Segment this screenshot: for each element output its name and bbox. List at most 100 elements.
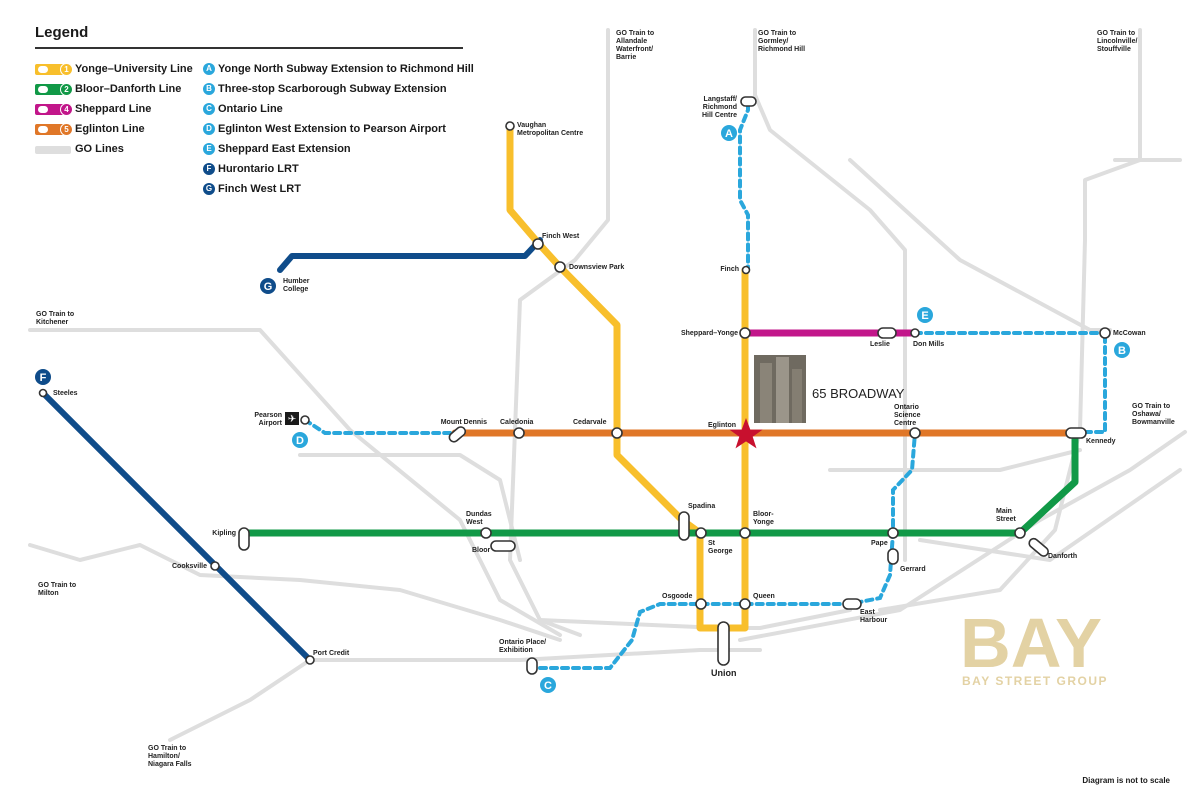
station-marker-downsview[interactable] (554, 261, 566, 273)
station-marker-langstaff[interactable] (740, 96, 757, 107)
line-2-bloor-danforth (240, 429, 1079, 537)
legend-label: Sheppard Line (75, 103, 152, 115)
svg-text:C: C (544, 680, 552, 692)
station-markers (38, 96, 1111, 675)
legend-title: Legend (35, 24, 89, 41)
station-label: McCowan (1113, 330, 1146, 337)
station-marker-kennedy[interactable] (1065, 427, 1087, 439)
yonge-line-swatch-icon: 1 (35, 63, 73, 76)
station-marker-leslie[interactable] (877, 327, 897, 339)
future-lines (303, 103, 1107, 670)
station-marker-caledonia[interactable] (513, 427, 525, 439)
sheppard-line-swatch-icon: 4 (35, 103, 73, 116)
go-line-milton (28, 543, 562, 642)
badge-f-icon: F (203, 163, 215, 175)
station-marker-st-george[interactable] (695, 527, 707, 539)
badge-a-icon: A (203, 63, 215, 75)
station-marker-pape[interactable] (887, 527, 899, 539)
station-marker-union[interactable] (717, 621, 730, 666)
station-marker-cedarvale[interactable] (611, 427, 623, 439)
station-marker-port-credit[interactable] (305, 655, 315, 665)
station-label: Caledonia (500, 419, 534, 426)
station-marker-mccowan[interactable] (1099, 327, 1111, 339)
station-marker-finch-west[interactable] (532, 238, 544, 250)
station-marker-steeles[interactable] (38, 388, 48, 398)
brand-name: BAY STREET GROUP (962, 674, 1109, 688)
badge-b-icon: B (203, 83, 215, 95)
station-label: Queen (753, 593, 775, 600)
station-label: Eglinton (708, 422, 736, 429)
legend-label: Bloor–Danforth Line (75, 83, 182, 95)
badge-d-icon: D (203, 123, 215, 135)
legend-label: Ontario Line (218, 103, 283, 115)
line-b-scarborough (1083, 333, 1107, 434)
station-label: Leslie (870, 341, 890, 348)
station-marker-queen[interactable] (739, 598, 751, 610)
station-label: Bloor-Yonge (753, 511, 774, 526)
line-d-eglinton-west (303, 418, 457, 435)
map-badge-d-icon: D (292, 432, 308, 448)
station-marker-danforth[interactable] (1027, 537, 1050, 558)
line-a-yonge-north (738, 103, 750, 270)
go-line-barrie (508, 28, 610, 637)
station-marker-dundas-west[interactable] (480, 527, 492, 539)
station-marker-don-mills[interactable] (910, 328, 920, 338)
station-marker-ontario-place[interactable] (526, 657, 538, 675)
station-marker-main-street[interactable] (1014, 527, 1026, 539)
go-line-lakeshore-east (738, 430, 1187, 642)
line-f-hurontario (40, 390, 313, 663)
station-marker-bloor-yonge[interactable] (739, 527, 751, 539)
station-marker-pearson[interactable] (300, 415, 310, 425)
station-label: Downsview Park (569, 264, 624, 271)
map-badge-g-icon: G (260, 278, 276, 294)
station-marker-vaughan[interactable] (505, 121, 515, 131)
station-label: Gerrard (900, 566, 926, 573)
station-label: Kipling (212, 530, 236, 537)
star-icon (729, 418, 763, 449)
building-photo (754, 355, 806, 423)
station-marker-science-centre[interactable] (909, 427, 921, 439)
station-marker-gerrard[interactable] (887, 548, 899, 565)
legend-label: Eglinton West Extension to Pearson Airpo… (218, 123, 446, 135)
station-marker-mount-dennis[interactable] (448, 425, 468, 443)
station-marker-bloor[interactable] (490, 540, 516, 552)
station-label: Cedarvale (573, 419, 607, 426)
svg-text:D: D (296, 435, 304, 447)
line-1-yonge-university (506, 122, 749, 632)
eglinton-line-swatch-icon: 5 (35, 123, 73, 136)
legend-label: Yonge–University Line (75, 63, 193, 75)
station-label: Finch West (542, 233, 580, 240)
legend-label: Three-stop Scarborough Subway Extension (218, 83, 447, 95)
go-line-richmond-hill (753, 28, 907, 562)
legend-divider (35, 47, 463, 49)
go-lines (28, 28, 1187, 742)
airport-icon (285, 412, 299, 425)
brand-logo-text: BAY (960, 605, 1102, 675)
station-label: Don Mills (913, 341, 944, 348)
station-label: Union (711, 668, 737, 678)
station-marker-sheppard-yonge[interactable] (739, 327, 751, 339)
station-marker-spadina[interactable] (678, 511, 690, 541)
station-marker-cooksville[interactable] (210, 561, 220, 571)
station-label: Finch (720, 266, 739, 273)
legend-label: Eglinton Line (75, 123, 145, 135)
station-marker-east-harbour[interactable] (842, 598, 862, 610)
station-marker-osgoode[interactable] (695, 598, 707, 610)
svg-text:E: E (921, 310, 928, 322)
station-label: Osgoode (662, 593, 692, 600)
station-label: Spadina (688, 503, 715, 510)
station-label: Sheppard–Yonge (681, 330, 738, 337)
station-marker-kipling[interactable] (238, 527, 250, 551)
map-badge-c-icon: C (540, 677, 556, 693)
station-marker-finch[interactable] (741, 265, 751, 275)
